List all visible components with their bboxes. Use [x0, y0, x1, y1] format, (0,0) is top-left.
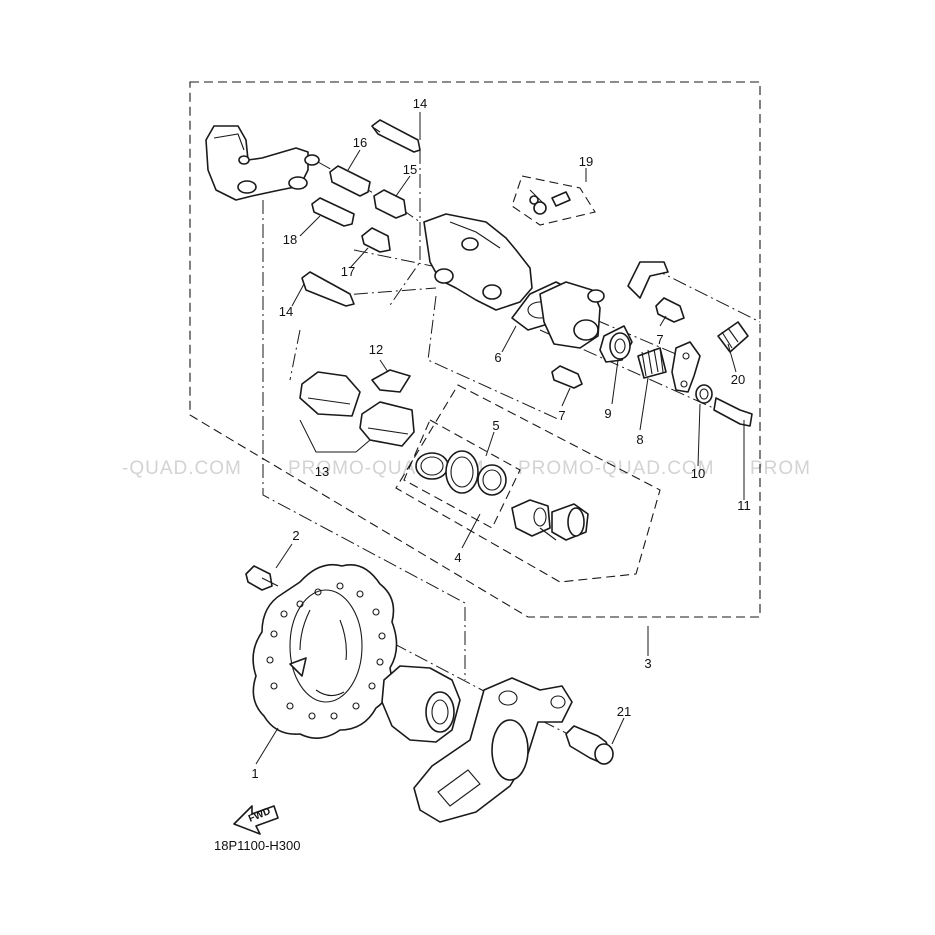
hub: [381, 665, 461, 743]
bolt-11: [713, 397, 753, 427]
spring-8: [637, 347, 667, 379]
callout-21: 21: [617, 704, 631, 719]
caliper-bracket-6: [511, 281, 605, 349]
brake-disc-1: [252, 563, 398, 739]
brake-pad-13b: [359, 401, 415, 447]
bolt-18: [311, 197, 355, 227]
watermark-text-left: -QUAD.COM: [122, 458, 242, 479]
callout-14-lower: 14: [279, 304, 293, 319]
boot-17: [361, 227, 391, 253]
pistons-4: [511, 499, 589, 541]
callout-1: 1: [251, 766, 258, 781]
washer-10: [695, 384, 713, 404]
bolt-21: [565, 725, 614, 765]
diagram-code: 18P1100-H300: [214, 838, 301, 853]
caliper-assembly-boundary: [189, 81, 761, 618]
caliper-body: [205, 125, 320, 201]
pad-spring-12: [371, 369, 411, 393]
seal-rings-5: [415, 450, 507, 496]
callout-16: 16: [353, 135, 367, 150]
bolt-7-lower: [551, 365, 583, 389]
leader-lines: [255, 112, 745, 765]
brake-pad-13a: [299, 371, 361, 417]
pin-14-upper: [371, 119, 421, 153]
spacer-9: [599, 325, 633, 363]
caliper-housing: [423, 213, 533, 311]
fwd-arrow-icon: FWD: [233, 805, 279, 835]
callout-14-upper: 14: [413, 96, 427, 111]
callout-5: 5: [492, 418, 499, 433]
bolt-16: [329, 165, 371, 197]
callout-12: 12: [369, 342, 383, 357]
callout-7-upper: 7: [656, 332, 663, 347]
callout-4: 4: [454, 550, 461, 565]
callout-10: 10: [691, 466, 705, 481]
link-plate: [671, 341, 701, 393]
bleeder-boundary: [511, 175, 596, 226]
boot-15: [373, 189, 407, 219]
callout-15: 15: [403, 162, 417, 177]
bracket-20: [627, 261, 749, 353]
callout-8: 8: [636, 432, 643, 447]
callouts: 14 16 15 19 18 17 14 12 6 7 20 7 9 8 5 1…: [251, 96, 750, 781]
bolt-7-upper: [655, 297, 685, 323]
callout-9: 9: [604, 406, 611, 421]
callout-6: 6: [494, 350, 501, 365]
callout-19: 19: [579, 154, 593, 169]
callout-2: 2: [292, 528, 299, 543]
callout-7-lower: 7: [558, 408, 565, 423]
watermark-text-right: PROM: [750, 458, 811, 479]
callout-20: 20: [731, 372, 745, 387]
bolt-2: [245, 565, 279, 591]
callout-17: 17: [341, 264, 355, 279]
bleeder-19: [529, 191, 571, 215]
callout-3: 3: [644, 656, 651, 671]
disc-holes: [266, 582, 386, 720]
watermark-text-2: PROMO-QUAD.COM: [518, 458, 715, 479]
pin-14-lower: [301, 271, 355, 307]
callout-11: 11: [737, 498, 751, 513]
callout-18: 18: [283, 232, 297, 247]
seal-kit-boundary: [395, 384, 661, 583]
callout-13: 13: [315, 464, 329, 479]
lower-bracket: [413, 677, 573, 823]
